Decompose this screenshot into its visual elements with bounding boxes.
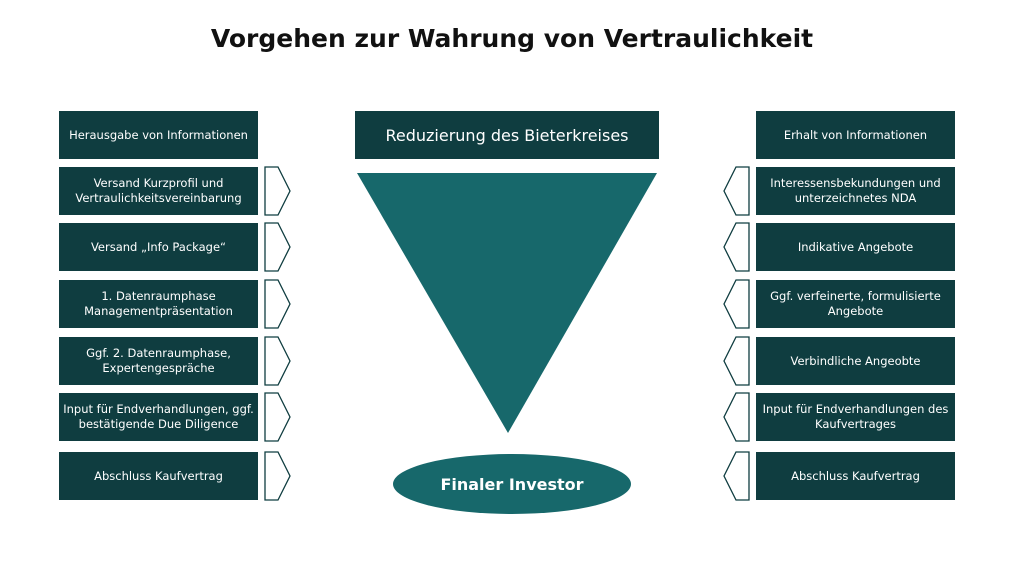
bidder-reduction-header: Reduzierung des Bieterkreises bbox=[355, 111, 659, 159]
chevron-right-icon bbox=[264, 166, 291, 216]
final-investor-label: Finaler Investor bbox=[440, 474, 584, 494]
funnel-triangle bbox=[357, 173, 657, 433]
chevron-right-icon bbox=[264, 451, 291, 501]
left-step-box: Ggf. 2. Datenraumphase, Expertengespräch… bbox=[59, 337, 258, 385]
chevron-left-icon bbox=[723, 392, 750, 442]
right-step-box: Erhalt von Informationen bbox=[756, 111, 955, 159]
left-step-box: 1. Datenraumphase Managementpräsentation bbox=[59, 280, 258, 328]
right-step-box: Abschluss Kaufvertrag bbox=[756, 452, 955, 500]
chevron-left-icon bbox=[723, 279, 750, 329]
chevron-left-icon bbox=[723, 166, 750, 216]
right-step-box: Input für Endverhandlungen des Kaufvertr… bbox=[756, 393, 955, 441]
left-step-box: Abschluss Kaufvertrag bbox=[59, 452, 258, 500]
chevron-left-icon bbox=[723, 336, 750, 386]
left-step-box: Herausgabe von Informationen bbox=[59, 111, 258, 159]
chevron-left-icon bbox=[723, 222, 750, 272]
right-step-box: Indikative Angebote bbox=[756, 223, 955, 271]
page-title: Vorgehen zur Wahrung von Vertraulichkeit bbox=[210, 24, 814, 53]
left-step-box: Versand „Info Package“ bbox=[59, 223, 258, 271]
left-step-box: Versand Kurzprofil und Vertraulichkeitsv… bbox=[59, 167, 258, 215]
chevron-left-icon bbox=[723, 451, 750, 501]
left-step-box: Input für Endverhandlungen, ggf. bestäti… bbox=[59, 393, 258, 441]
right-step-box: Ggf. verfeinerte, formulisierte Angebote bbox=[756, 280, 955, 328]
final-investor-ellipse bbox=[393, 454, 631, 514]
chevron-right-icon bbox=[264, 336, 291, 386]
right-step-box: Interessensbekundungen und unterzeichnet… bbox=[756, 167, 955, 215]
right-step-box: Verbindliche Angeobte bbox=[756, 337, 955, 385]
chevron-right-icon bbox=[264, 392, 291, 442]
chevron-right-icon bbox=[264, 222, 291, 272]
chevron-right-icon bbox=[264, 279, 291, 329]
